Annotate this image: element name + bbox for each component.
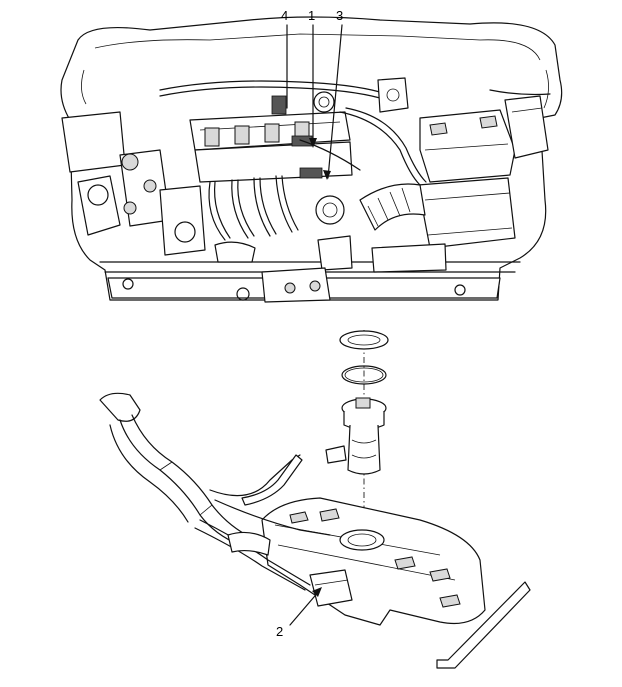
fuel-pump-assembly <box>325 330 389 525</box>
tank-straps <box>241 454 531 669</box>
leader-line-2 <box>289 587 322 626</box>
leader-lines-engine <box>286 24 343 180</box>
callout-2: 2 <box>276 624 283 639</box>
engine-compartment <box>60 16 563 303</box>
filler-neck <box>99 392 301 556</box>
callout-1: 1 <box>308 8 315 23</box>
intake-runners <box>208 175 299 241</box>
fuel-tank <box>194 497 486 626</box>
callout-4: 4 <box>281 8 288 23</box>
callout-3: 3 <box>336 8 343 23</box>
